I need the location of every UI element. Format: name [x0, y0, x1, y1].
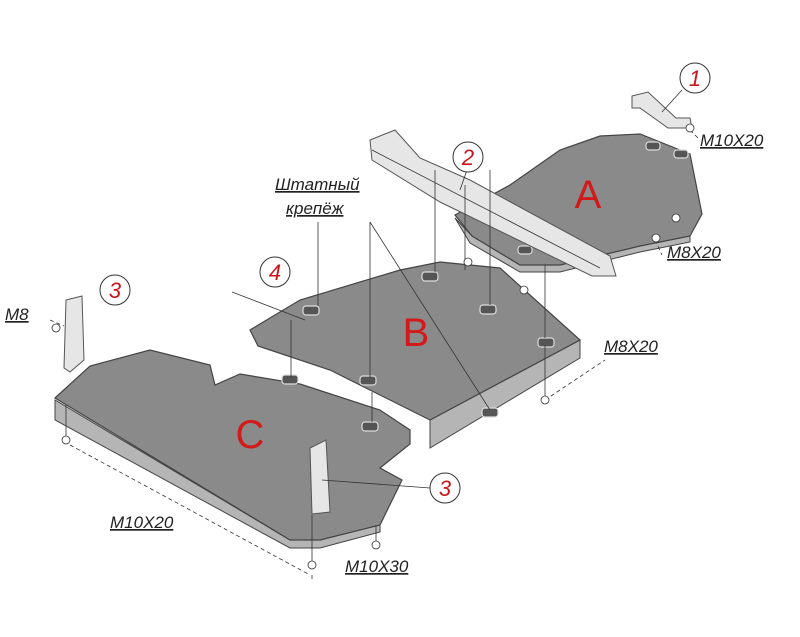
label-m10x20-c: M10X20	[110, 513, 174, 532]
callout-3-left: 3	[99, 274, 131, 306]
callout-1: 1	[679, 62, 711, 94]
svg-text:1: 1	[689, 66, 701, 91]
bolts	[51, 123, 695, 570]
svg-text:2: 2	[461, 145, 474, 170]
bracket-1	[631, 91, 693, 129]
callout-2: 2	[452, 141, 484, 173]
label-m8: M8	[5, 305, 29, 324]
svg-text:3: 3	[439, 476, 452, 501]
bracket-2	[369, 129, 617, 277]
bracket-3-left	[63, 295, 85, 373]
svg-text:4: 4	[269, 260, 281, 285]
svg-text:3: 3	[109, 278, 122, 303]
label-m10x30: M10X30	[345, 557, 409, 576]
callout-3-right: 3	[429, 472, 461, 504]
plate-b	[249, 261, 582, 449]
bracket-3-right	[309, 439, 331, 515]
part-label-a: A	[575, 173, 602, 217]
label-m10x20-top: M10X20	[700, 131, 764, 150]
leader-lines	[49, 89, 701, 580]
part-label-b: B	[403, 311, 430, 355]
label-m8x20-b: M8X20	[604, 337, 658, 356]
label-standard-fastener-2: крепёж	[286, 199, 345, 218]
callout-4: 4	[259, 256, 291, 288]
label-standard-fastener-1: Штатный	[275, 175, 360, 194]
part-label-c: C	[236, 413, 265, 457]
label-m8x20-a: M8X20	[667, 243, 721, 262]
